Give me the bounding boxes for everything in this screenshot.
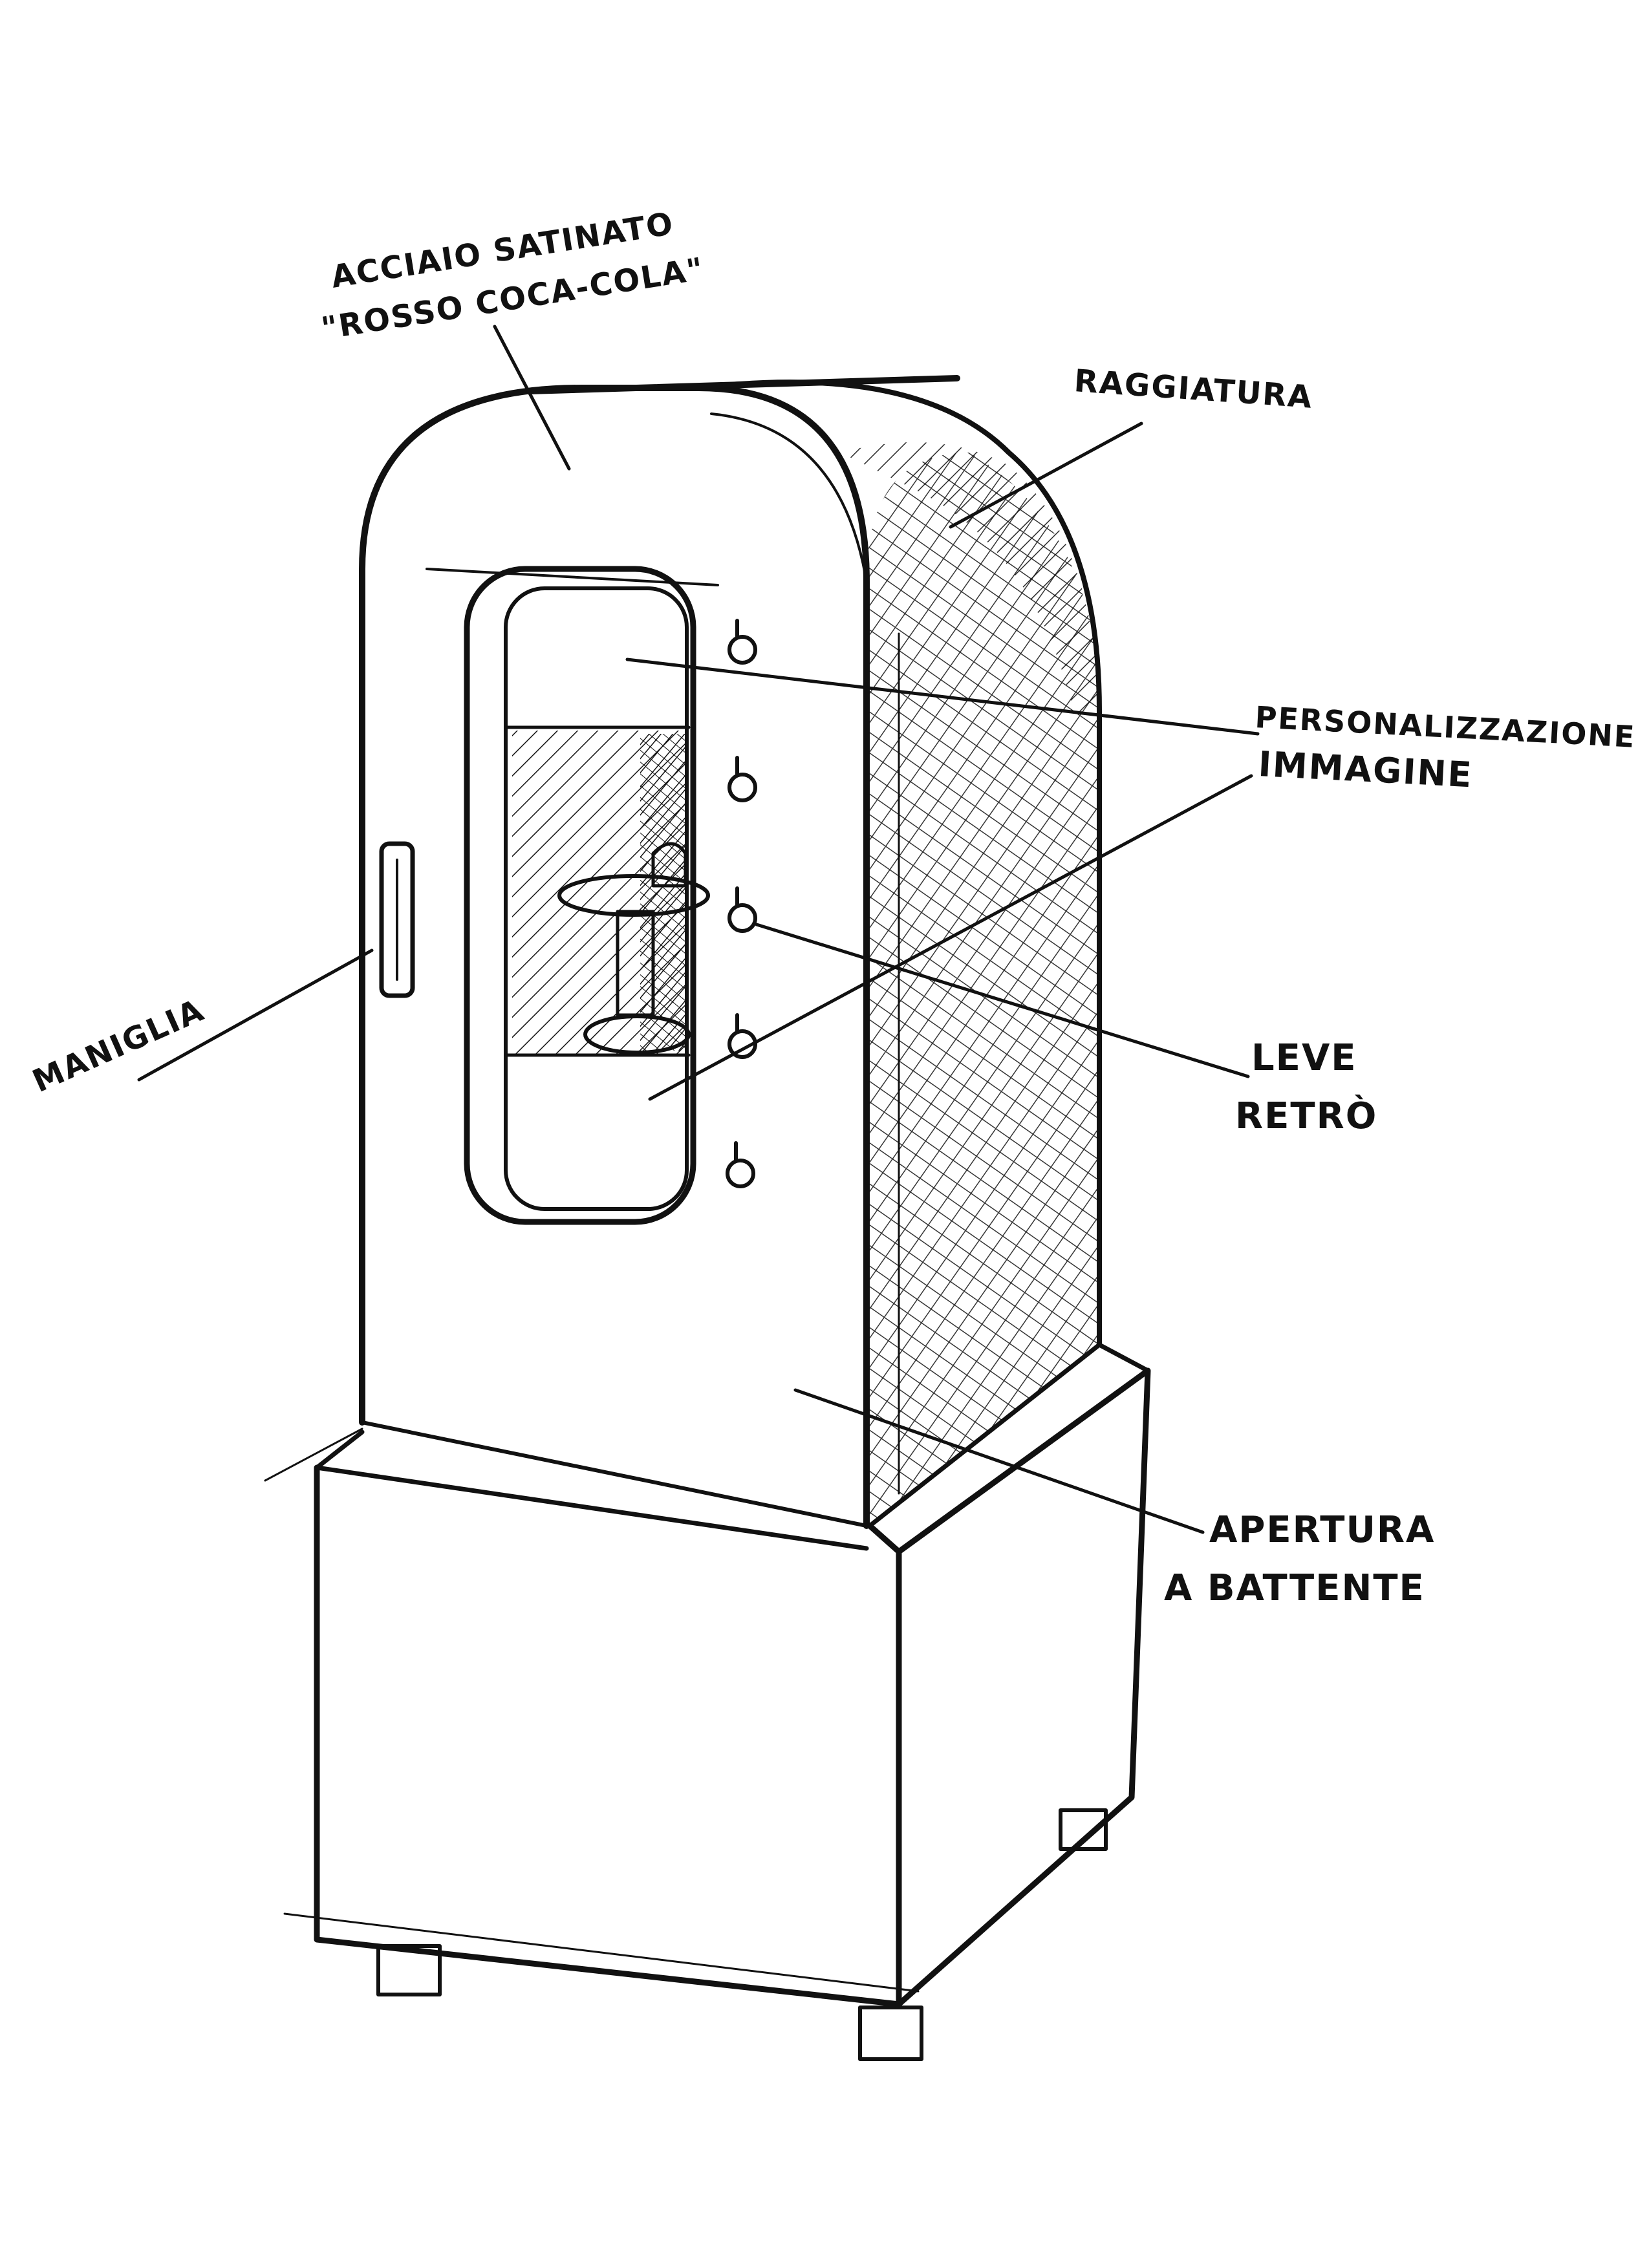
display-interior-dark bbox=[640, 734, 685, 1051]
foot-back-right bbox=[1059, 1808, 1108, 1851]
label-material: ACCIAIO SATINATO "ROSSO COCA-COLA" bbox=[319, 206, 707, 347]
base-corner-guide bbox=[264, 1428, 363, 1482]
foot-front-left bbox=[376, 1944, 442, 1996]
window-inner-frame bbox=[504, 586, 689, 1211]
display-pedestal-top bbox=[557, 874, 710, 917]
cabinet-inner-arc bbox=[710, 412, 868, 583]
leader-material bbox=[493, 325, 571, 471]
leader-image bbox=[648, 774, 1253, 1101]
base-top-left-edge bbox=[314, 1429, 365, 1470]
base-bottom-guide bbox=[283, 1912, 920, 1993]
lever-icon bbox=[727, 756, 757, 802]
window-outer-frame bbox=[464, 566, 696, 1225]
label-opening-line1: APERTURA bbox=[1209, 1509, 1435, 1551]
base-front bbox=[314, 1464, 902, 2007]
cabinet-back-arc bbox=[696, 380, 1102, 1347]
label-levers: LEVE RETRÒ bbox=[1235, 1037, 1377, 1137]
foot-front-right bbox=[858, 2006, 923, 2061]
label-opening: APERTURA A BATTENTE bbox=[1164, 1509, 1435, 1609]
label-handle: MANIGLIA bbox=[27, 992, 210, 1100]
handle-icon bbox=[379, 841, 415, 998]
cabinet-side-face bbox=[867, 453, 1099, 1526]
cabinet-side-rounding-hatch bbox=[841, 442, 1099, 711]
label-image: IMMAGINE bbox=[1257, 744, 1474, 795]
cabinet-front-bottom-edge bbox=[360, 1420, 868, 1528]
leader-customization bbox=[625, 658, 1260, 736]
base-top-front-edge bbox=[314, 1465, 869, 1551]
leader-rounding bbox=[949, 422, 1143, 529]
label-rounding: RAGGIATURA bbox=[1073, 363, 1314, 416]
leader-levers bbox=[755, 923, 1250, 1078]
leader-opening bbox=[793, 1388, 1205, 1534]
lever-icon bbox=[727, 619, 757, 665]
base-side bbox=[896, 1367, 1151, 2007]
lever-icon bbox=[727, 886, 757, 933]
display-pedestal-base bbox=[583, 1014, 691, 1054]
window-frame-guide bbox=[426, 568, 719, 586]
retro-levers bbox=[726, 619, 757, 1188]
leader-handle bbox=[137, 948, 374, 1082]
label-opening-line2: A BATTENTE bbox=[1164, 1567, 1425, 1609]
label-levers-line1: LEVE bbox=[1251, 1037, 1357, 1079]
lever-icon bbox=[726, 1141, 755, 1188]
label-levers-line2: RETRÒ bbox=[1235, 1095, 1377, 1137]
display-product bbox=[651, 842, 687, 888]
